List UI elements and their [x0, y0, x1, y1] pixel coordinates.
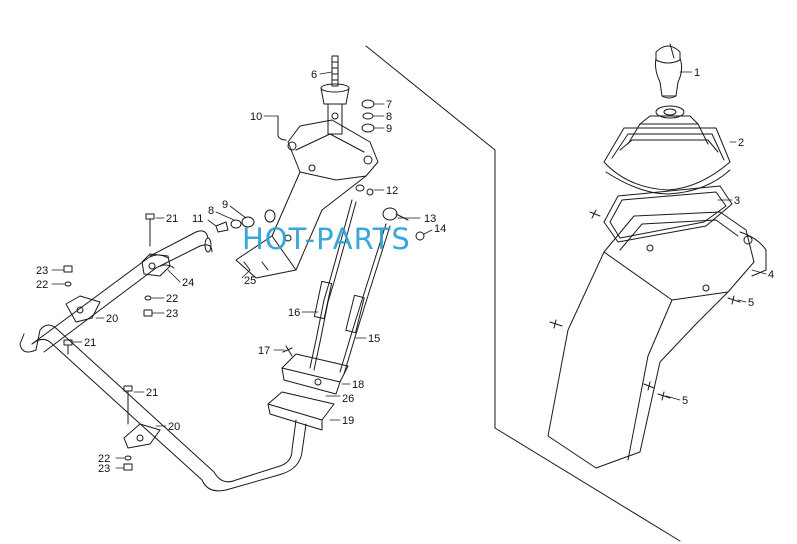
callout-8-left: 8: [208, 205, 214, 217]
callout-25: 25: [244, 275, 256, 287]
callout-24: 24: [182, 277, 194, 289]
callout-23-low: 23: [98, 463, 110, 475]
callout-23-mid: 23: [166, 308, 178, 320]
bolt-17: [282, 345, 293, 357]
shift-cable-16: [309, 199, 357, 371]
console-screws: [549, 209, 741, 401]
callout-5-lower: 5: [682, 395, 688, 407]
callout-15: 15: [368, 333, 380, 345]
callout-23-top: 23: [36, 265, 48, 277]
frame-nuts-washers-22-23: [63, 265, 153, 471]
callout-20-lower: 20: [168, 421, 180, 433]
callout-6: 6: [311, 69, 317, 81]
select-cable-15: [339, 223, 391, 375]
callout-16: 16: [288, 307, 300, 319]
callout-13: 13: [424, 213, 436, 225]
clip-12: [355, 184, 374, 196]
callout-10: 10: [250, 111, 262, 123]
callout-14: 14: [434, 223, 446, 235]
divider-frame: [365, 45, 681, 542]
ball-joint-13-14: [382, 207, 425, 241]
callout-21-top: 21: [166, 213, 178, 225]
callout-4: 4: [768, 269, 774, 281]
callout-2: 2: [738, 137, 744, 149]
shift-bracket: [235, 119, 379, 279]
left-fasteners-8-9-11: [215, 209, 276, 233]
callout-22-low: 22: [98, 453, 110, 465]
tube-frame: [19, 230, 307, 492]
callout-labels: 1 2 3 4 5 5 6 7 8 9 10 12 8 9 11 13 14 2…: [36, 67, 774, 475]
mount-plate-19: [267, 391, 335, 431]
callout-8-upper: 8: [386, 111, 392, 123]
clamp-20-upper: [65, 295, 101, 323]
callout-9-left: 9: [222, 199, 228, 211]
callout-21-low: 21: [146, 387, 158, 399]
callout-26: 26: [342, 393, 354, 405]
leader-lines: [51, 71, 767, 469]
callout-22-top: 22: [36, 279, 48, 291]
shift-knob: [655, 43, 683, 99]
frame-bolts-21: [63, 213, 155, 425]
callout-18: 18: [352, 379, 364, 391]
nut-washer-stack-7-8-9: [361, 99, 375, 133]
clamp-24: [141, 253, 171, 277]
callout-11: 11: [192, 213, 203, 225]
watermark-text: HOT-PARTS: [242, 222, 411, 256]
callout-3: 3: [734, 195, 740, 207]
clamp-20-lower: [123, 423, 161, 449]
boot-frame-ring: [603, 185, 733, 243]
callout-17: 17: [258, 345, 270, 357]
callout-21-mid: 21: [84, 337, 96, 349]
callout-5-upper: 5: [748, 297, 754, 309]
callout-12: 12: [386, 185, 398, 197]
callout-1: 1: [694, 67, 700, 79]
callout-7: 7: [386, 99, 392, 111]
shift-boot: [603, 105, 731, 195]
cable-bracket-18-26: [281, 353, 349, 395]
callout-19: 19: [342, 415, 354, 427]
callout-9-upper: 9: [386, 123, 392, 135]
shift-lever: [320, 55, 350, 135]
callout-20-upper: 20: [106, 313, 118, 325]
callout-22-mid: 22: [166, 293, 178, 305]
shifter-console: [547, 211, 767, 469]
pin-10: [277, 115, 287, 141]
